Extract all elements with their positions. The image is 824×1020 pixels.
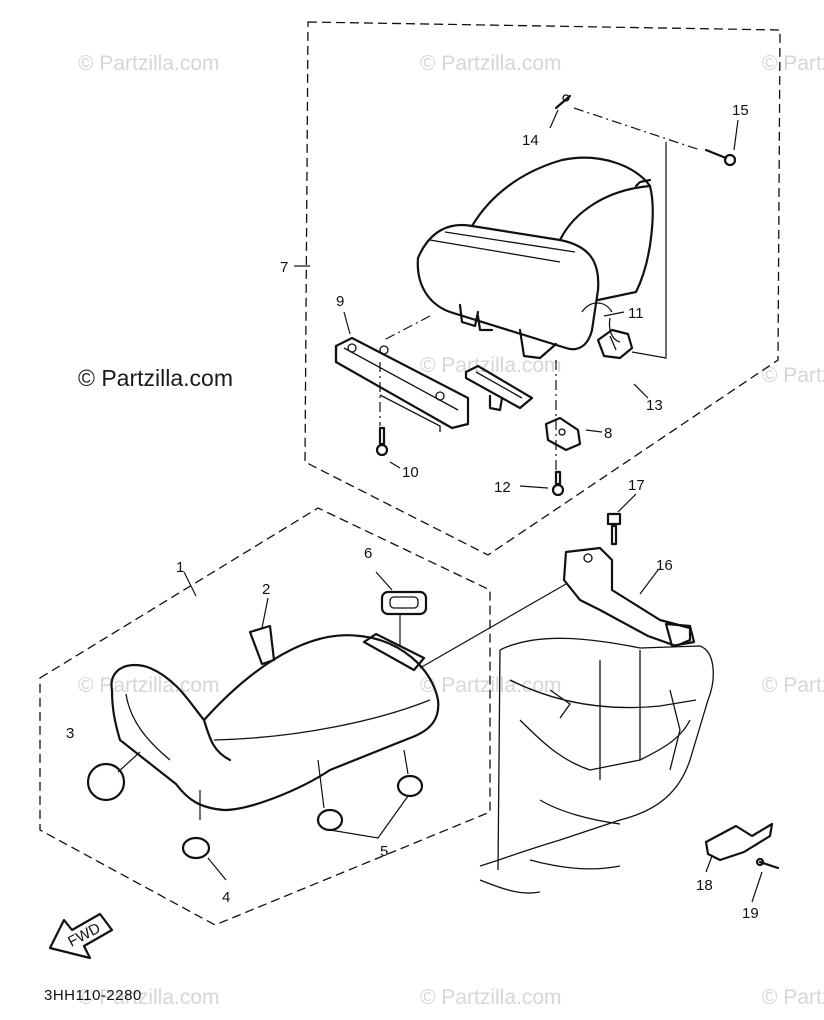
- guide-line: [617, 493, 637, 513]
- callout-8: 8: [604, 425, 612, 442]
- seat-hook-plate-drawing: [464, 364, 534, 412]
- guide-line: [639, 569, 659, 595]
- guide-line: [389, 461, 401, 469]
- grommet-6-drawing: [380, 590, 428, 616]
- guide-line: [117, 751, 141, 773]
- callout-5: 5: [380, 843, 388, 860]
- guide-line: [549, 109, 559, 129]
- callout-6: 6: [364, 545, 372, 562]
- bolt-12-drawing: [551, 470, 565, 497]
- callout-10: 10: [402, 464, 419, 481]
- watermark-text: © Partzilla.com: [420, 52, 562, 75]
- damper-4-drawing: [181, 836, 211, 860]
- guide-line: [751, 871, 763, 903]
- watermark-text: © Partzilla.com: [762, 364, 824, 387]
- callout-19: 19: [742, 905, 759, 922]
- watermark-text: © Partzilla.com: [420, 986, 562, 1009]
- guide-line: [573, 107, 701, 151]
- seat-lock-16-drawing: [562, 546, 696, 648]
- bolt-10-drawing: [375, 426, 389, 457]
- forward-arrow-icon: FWD: [48, 912, 114, 960]
- guide-line: [403, 749, 409, 775]
- callout-15: 15: [732, 102, 749, 119]
- callout-3: 3: [66, 725, 74, 742]
- watermark-text: © Partzilla.com: [762, 52, 824, 75]
- watermark-text: © Partzilla.com: [762, 674, 824, 697]
- guide-line: [519, 485, 549, 489]
- rear-seat-drawing: [416, 156, 654, 360]
- bolt-17-drawing: [606, 512, 622, 546]
- guide-line: [375, 571, 393, 591]
- callout-18: 18: [696, 877, 713, 894]
- callout-17: 17: [628, 477, 645, 494]
- callout-13: 13: [646, 397, 663, 414]
- front-seat-assembly-boundary: [39, 507, 491, 926]
- callout-14: 14: [522, 132, 539, 149]
- screw-19-drawing: [755, 857, 780, 870]
- guide-line: [603, 311, 625, 317]
- guide-line: [329, 795, 409, 839]
- guide-line: [705, 855, 713, 873]
- watermark-text: © Partzilla.com: [420, 674, 562, 697]
- watermark-main: © Partzilla.com: [78, 365, 233, 391]
- guide-line: [183, 571, 197, 597]
- guide-line: [343, 311, 351, 335]
- callout-2: 2: [262, 581, 270, 598]
- callout-16: 16: [656, 557, 673, 574]
- bracket-8-drawing: [544, 416, 582, 452]
- callout-9: 9: [336, 293, 344, 310]
- callout-11: 11: [628, 305, 644, 322]
- callout-7: 7: [280, 259, 288, 276]
- guide-line: [633, 383, 649, 399]
- guide-line: [317, 759, 325, 809]
- watermark-text: © Partzilla.com: [762, 986, 824, 1009]
- watermark-group: © Partzilla.com © Partzilla.com © Partzi…: [78, 52, 824, 1009]
- watermark-text: © Partzilla.com: [420, 354, 562, 377]
- watermark-text: © Partzilla.com: [78, 674, 220, 697]
- watermark-text: © Partzilla.com: [78, 986, 220, 1009]
- pin-14-drawing: [554, 94, 572, 110]
- screw-15-drawing: [704, 148, 737, 167]
- guide-line: [261, 597, 269, 629]
- rear-seat-assembly-boundary: [304, 21, 781, 556]
- guide-line: [207, 857, 227, 881]
- callout-4: 4: [222, 889, 230, 906]
- frame-drawing: [479, 637, 714, 894]
- seat-bracket-9-drawing: [334, 336, 470, 432]
- cap-3-drawing: [86, 762, 126, 802]
- front-seat-drawing: [110, 624, 440, 812]
- callout-1: 1: [176, 559, 184, 576]
- guide-line: [383, 315, 431, 341]
- guide-line: [419, 583, 567, 669]
- guide-line: [631, 142, 667, 359]
- watermark-text: © Partzilla.com: [78, 52, 220, 75]
- bracket-18-drawing: [704, 822, 774, 862]
- damper-5-drawing: [316, 774, 424, 832]
- bracket-13-drawing: [596, 328, 634, 360]
- guide-line: [733, 119, 739, 151]
- guide-line: [585, 429, 603, 433]
- diagram-code: 3HH110-2280: [44, 987, 142, 1004]
- callout-12: 12: [494, 479, 511, 496]
